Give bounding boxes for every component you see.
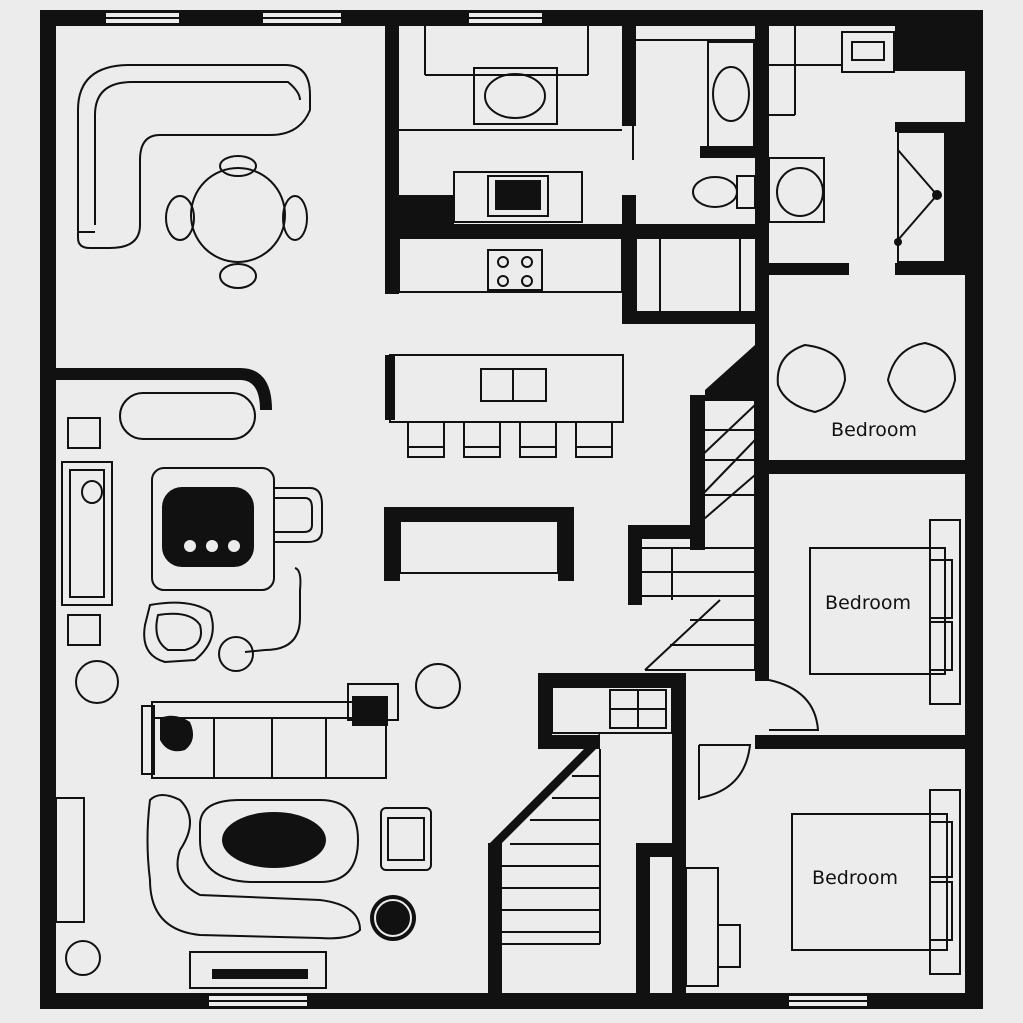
- kitchen: [398, 26, 757, 313]
- sectional-sofa: [77, 64, 311, 249]
- bedroom-3: Bedroom: [791, 789, 961, 975]
- bedroom-2-label: Bedroom: [825, 592, 911, 614]
- family-room: [61, 392, 461, 709]
- lower-stairs: [502, 686, 673, 945]
- dining-table: [165, 155, 308, 289]
- bedroom-2: Bedroom: [809, 519, 961, 705]
- bedroom-1-label: Bedroom: [831, 419, 917, 441]
- kitchen-island: [385, 354, 624, 458]
- bedroom-1: Bedroom: [776, 341, 957, 441]
- console-table: [384, 507, 574, 581]
- rug: [55, 794, 432, 989]
- upper-right-bath: [768, 26, 946, 263]
- doors: [685, 679, 820, 987]
- interior-walls: [56, 26, 965, 993]
- sofa: [141, 683, 399, 779]
- bathroom: [632, 39, 756, 209]
- upper-stairs: [642, 399, 756, 671]
- windows: [104, 11, 869, 1008]
- bedroom-3-label: Bedroom: [812, 867, 898, 889]
